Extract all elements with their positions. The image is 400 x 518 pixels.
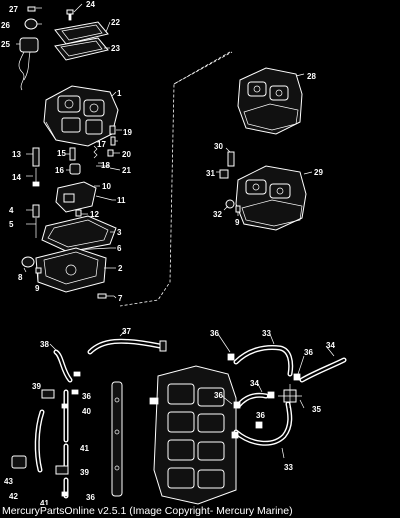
item-19-screw <box>109 125 116 135</box>
callout-23: 23 <box>111 44 120 53</box>
callout-4: 4 <box>9 206 14 215</box>
item-43-filter <box>11 455 27 469</box>
item-38-hose <box>53 349 73 383</box>
item-13-screw <box>32 147 40 167</box>
callout-33-a: 33 <box>262 329 271 338</box>
callout-33-b: 33 <box>284 463 293 472</box>
callout-19: 19 <box>123 128 132 137</box>
item-35-tee-fitting <box>278 384 302 408</box>
callout-31: 31 <box>206 169 215 178</box>
item-36-clamps-right <box>227 353 301 439</box>
callout-36-d: 36 <box>214 391 223 400</box>
item-28-carburetor-assembly <box>237 67 303 135</box>
callout-25: 25 <box>1 40 10 49</box>
item-7-screw <box>97 293 114 299</box>
callout-11: 11 <box>117 196 126 205</box>
callout-39-a: 39 <box>32 382 41 391</box>
item-15-jet <box>69 147 76 161</box>
callout-34-b: 34 <box>250 379 259 388</box>
fuel-rail-bracket <box>111 381 123 497</box>
callout-17: 17 <box>97 140 106 149</box>
callout-9: 9 <box>35 284 40 293</box>
item-33-hose-lower <box>233 401 293 446</box>
callout-27: 27 <box>9 5 18 14</box>
callout-34-a: 34 <box>326 341 335 350</box>
callout-36-f: 36 <box>86 493 95 502</box>
engine-cylinder-block <box>149 365 237 505</box>
parts-diagram: 27 24 26 22 25 23 28 1 19 17 15 20 13 16… <box>1 0 347 505</box>
item-9-washer-2 <box>235 205 241 213</box>
item-42-hose <box>34 409 45 473</box>
callout-26: 26 <box>1 21 10 30</box>
item-10-float <box>55 181 97 213</box>
item-39-fitting <box>41 389 69 475</box>
callout-21: 21 <box>122 166 131 175</box>
callout-3: 3 <box>117 228 122 237</box>
item-36-clamps-left <box>61 371 81 497</box>
callout-20: 20 <box>122 150 131 159</box>
callout-12: 12 <box>90 210 99 219</box>
callout-1: 1 <box>117 89 122 98</box>
callout-29: 29 <box>314 168 323 177</box>
item-34-hose-right <box>299 357 347 383</box>
callout-37: 37 <box>122 327 131 336</box>
callout-14: 14 <box>12 173 21 182</box>
callout-40: 40 <box>82 407 91 416</box>
item-30-screw <box>227 151 235 167</box>
callout-36-a: 36 <box>210 329 219 338</box>
callout-36-c: 36 <box>82 392 91 401</box>
callout-32: 32 <box>213 210 222 219</box>
callout-42: 42 <box>9 492 18 501</box>
item-4-screw <box>32 204 40 218</box>
callout-41-a: 41 <box>80 444 89 453</box>
callout-9-b: 9 <box>235 218 240 227</box>
item-25-solenoid <box>18 37 39 91</box>
item-37-hose <box>87 338 167 355</box>
callout-24: 24 <box>86 0 95 9</box>
item-26-cap <box>24 18 38 30</box>
callout-8: 8 <box>18 273 23 282</box>
item-20-needle <box>107 149 114 157</box>
callout-43: 43 <box>4 477 13 486</box>
callout-6: 6 <box>117 244 122 253</box>
callout-36-b: 36 <box>304 348 313 357</box>
item-11-pin <box>95 195 113 201</box>
callout-22: 22 <box>111 18 120 27</box>
callout-7: 7 <box>118 294 123 303</box>
item-24-screw <box>66 9 74 21</box>
assembly-outline <box>119 51 233 307</box>
item-12-screw <box>75 209 82 217</box>
item-23-gasket <box>54 37 109 61</box>
item-17-screw <box>110 136 116 146</box>
copyright-footer: MercuryPartsOnline v2.5.1 (Image Copyrig… <box>2 505 293 517</box>
callout-10: 10 <box>102 182 111 191</box>
item-31-spring <box>219 169 229 179</box>
item-22-cover <box>54 21 109 45</box>
item-27-screw <box>27 6 36 12</box>
item-9-washer <box>35 267 42 274</box>
callout-38: 38 <box>40 340 49 349</box>
callout-39-b: 39 <box>80 468 89 477</box>
callout-35: 35 <box>312 405 321 414</box>
callout-13: 13 <box>12 150 21 159</box>
callout-5: 5 <box>9 220 14 229</box>
item-8-drain-screw <box>21 256 35 268</box>
item-16-float-needle <box>69 163 81 175</box>
callout-16: 16 <box>55 166 64 175</box>
callout-28: 28 <box>307 72 316 81</box>
item-29-carburetor-assembly <box>235 165 307 231</box>
item-1-carburetor-body <box>43 85 119 147</box>
item-33-hose-upper <box>233 345 294 377</box>
callout-15: 15 <box>57 149 66 158</box>
callout-2: 2 <box>118 264 123 273</box>
callout-36-e: 36 <box>256 411 265 420</box>
callout-30: 30 <box>214 142 223 151</box>
item-18-spring <box>93 145 98 159</box>
callout-41-b: 41 <box>40 499 49 505</box>
item-14-needle <box>32 168 40 187</box>
item-3-gasket <box>41 215 117 253</box>
callout-18: 18 <box>101 161 110 170</box>
callout-labels: 27 24 26 22 25 23 28 1 19 17 15 20 13 16… <box>1 0 335 505</box>
